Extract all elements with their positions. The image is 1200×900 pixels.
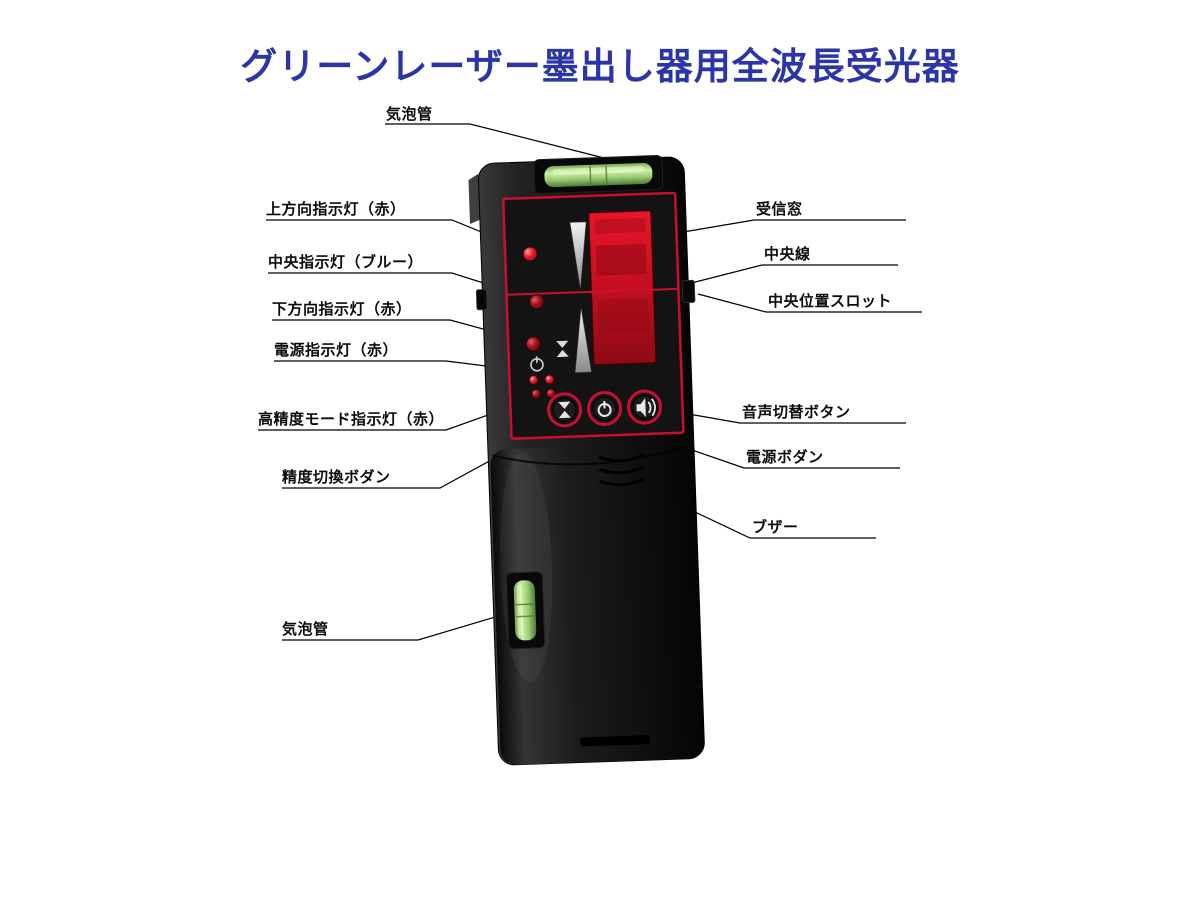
center-indicator-led [529,294,545,310]
bubble-vial-top [533,154,664,195]
high-precision-led [531,388,542,399]
down-indicator-led [525,336,541,352]
bottom-clamp-slot [580,735,651,747]
leader-center-slot [697,293,922,313]
lcd-segment [594,217,646,234]
label-high-precision-indicator: 高精度モード指示灯（赤） [258,410,445,428]
vial-bubble-mark [515,615,535,618]
bubble-vial-bottom [505,571,546,650]
vial-bubble-mark [515,603,535,606]
power-button-icon [597,400,612,417]
power-indicator-led [528,374,539,385]
label-sound-button: 音声切替ボタン [742,403,851,421]
lcd-segment [595,243,647,276]
speaker-icon-wave [651,398,656,417]
label-center-slot: 中央位置スロット [768,292,893,310]
leader-bubble-vial-bottom [282,611,513,641]
label-precision-button: 精度切換ボダン [282,468,391,486]
buzzer-grille [598,453,645,487]
display-panel [502,191,685,440]
lcd-receiver-window [588,210,657,366]
label-center-indicator: 中央指示灯（ブルー） [268,253,424,271]
vial-highlight-bottom [516,584,524,637]
up-arrow-graphic [575,308,592,373]
rear-bracket-edge [468,173,480,225]
vial-bubble-mark [589,165,592,186]
high-precision-led-2 [545,388,556,399]
cover-seam [491,443,693,466]
lcd-segment [597,297,649,334]
power-indicator-led-2 [544,374,555,385]
sound-switch-button [627,389,663,425]
leader-bubble-vial-top [385,123,605,159]
figure-title: グリーンレーザー墨出し器用全波長受光器 [240,45,960,88]
label-center-line: 中央線 [764,245,811,263]
precision-button-icon [558,410,571,419]
label-up-indicator: 上方向指示灯（赤） [266,200,406,218]
label-buzzer: ブザー [752,518,799,536]
front-cover-lower [490,442,703,765]
label-power-button: 電源ボダン [746,448,824,466]
laser-receiver-device [468,154,705,766]
vial-bubble-mark [605,165,608,186]
up-indicator-led [522,246,538,262]
label-down-indicator: 下方向指示灯（赤） [272,300,412,318]
label-bubble-vial-top: 気泡管 [386,105,433,123]
small-up-arrow-mark [556,349,569,358]
precision-button-icon [558,401,571,409]
leader-center-line [659,264,898,292]
center-position-slot-left [475,289,488,311]
power-button [587,390,623,426]
center-position-slot-right [681,279,696,304]
speaker-icon-wave [647,401,652,414]
label-power-indicator: 電源指示灯（赤） [274,341,399,359]
small-down-arrow-mark [556,340,569,348]
precision-switch-button [547,392,583,428]
label-receiver-window: 受信窓 [756,200,803,218]
center-line-mark [507,287,678,296]
vial-highlight-top [552,166,645,176]
speaker-icon [636,398,646,418]
label-bubble-vial-bottom: 気泡管 [282,620,329,638]
power-symbol-print [530,356,544,372]
down-arrow-graphic [569,221,587,289]
